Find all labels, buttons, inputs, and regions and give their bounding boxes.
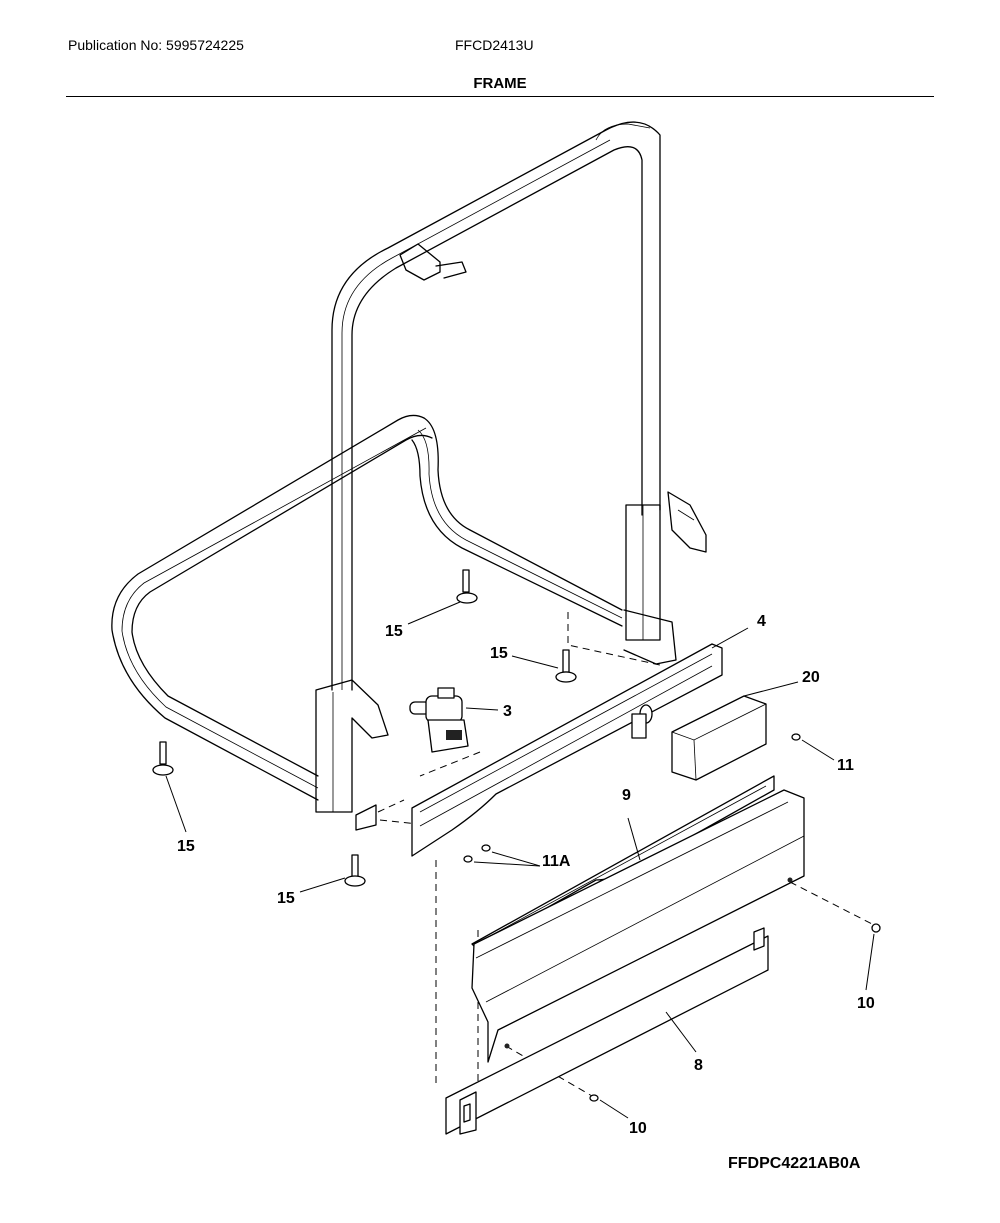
- callout-15-bottom: 15: [277, 890, 295, 907]
- header-divider: [66, 96, 934, 97]
- leveling-leg-15c: [152, 741, 187, 833]
- callout-20: 20: [802, 669, 820, 686]
- leveling-leg-15a: [407, 569, 478, 625]
- callout-3: 3: [503, 703, 512, 720]
- screw-10-right: [865, 923, 881, 991]
- callout-labels: 15 15 15 15 3 4 20 11 11A 9 8 10 10: [177, 613, 875, 1137]
- control-bracket: [671, 681, 799, 781]
- rear-upright-frame: [315, 121, 707, 813]
- page-title: FRAME: [473, 75, 527, 92]
- screw-11a: [463, 844, 541, 867]
- callout-15-left: 15: [177, 838, 195, 855]
- screw-10-bottom: [589, 1094, 629, 1119]
- figure-code: FFDPC4221AB0A: [728, 1155, 861, 1172]
- publication-number: Publication No: 5995724225: [68, 37, 244, 53]
- leveling-leg-15d: [299, 854, 366, 893]
- callout-4: 4: [757, 613, 766, 630]
- callout-8: 8: [694, 1057, 703, 1074]
- callout-15-center: 15: [490, 645, 508, 662]
- model-number: FFCD2413U: [455, 37, 534, 53]
- water-inlet-valve: [409, 687, 499, 753]
- callout-15-upper-left: 15: [385, 623, 403, 640]
- base-frame: [111, 414, 623, 831]
- front-rail: [411, 627, 749, 857]
- callout-9: 9: [622, 787, 631, 804]
- callout-10-bottom: 10: [629, 1120, 647, 1137]
- screw-11: [791, 733, 835, 761]
- callout-11: 11: [837, 757, 854, 774]
- leveling-leg-15b: [511, 649, 577, 683]
- callout-11a: 11A: [542, 853, 571, 870]
- callout-10-right: 10: [857, 995, 875, 1012]
- toe-kick-panel-8: [445, 789, 805, 1135]
